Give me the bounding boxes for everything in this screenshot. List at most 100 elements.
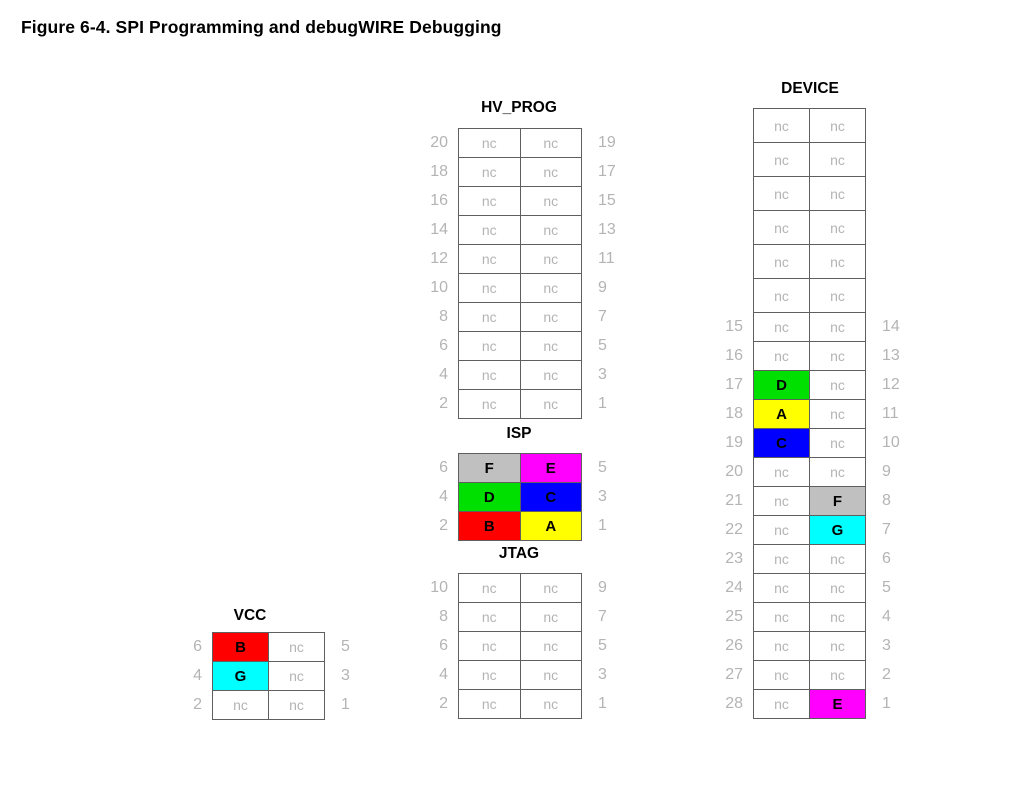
device-pin-number: 3 bbox=[882, 636, 891, 654]
hv-prog-cell: nc bbox=[519, 128, 582, 158]
hv-prog-cell: nc bbox=[519, 244, 582, 274]
figure-title: Figure 6-4. SPI Programming and debugWIR… bbox=[21, 17, 502, 37]
device-cell: nc bbox=[809, 341, 866, 371]
hv-prog-cell: nc bbox=[519, 360, 582, 390]
device-cell: nc bbox=[753, 142, 810, 177]
hv-prog-cell: nc bbox=[458, 128, 521, 158]
device-cell: nc bbox=[753, 341, 810, 371]
device-pin-number: 16 bbox=[725, 346, 743, 364]
device-cell: nc bbox=[753, 486, 810, 516]
vcc-cell: nc bbox=[268, 632, 325, 662]
hv-prog-pin-number: 16 bbox=[430, 191, 448, 209]
hv-prog-cell: nc bbox=[519, 331, 582, 361]
device-pin-number: 15 bbox=[725, 317, 743, 335]
isp-cell: F bbox=[458, 453, 521, 483]
jtag-pin-number: 6 bbox=[439, 636, 448, 654]
device-cell: nc bbox=[753, 457, 810, 487]
vcc-pin-number: 6 bbox=[193, 637, 202, 655]
hv-prog-cell: nc bbox=[458, 360, 521, 390]
device-pin-number: 9 bbox=[882, 462, 891, 480]
device-pin-number: 25 bbox=[725, 607, 743, 625]
device-cell: F bbox=[809, 486, 866, 516]
isp-cell: A bbox=[519, 511, 582, 541]
device-pin-number: 14 bbox=[882, 317, 900, 335]
device-cell: nc bbox=[809, 660, 866, 690]
vcc-cell: B bbox=[212, 632, 269, 662]
device-pin-number: 11 bbox=[882, 404, 899, 422]
device-cell: D bbox=[753, 370, 810, 400]
hv-prog-cell: nc bbox=[458, 302, 521, 332]
device-pin-number: 10 bbox=[882, 433, 900, 451]
isp-title: ISP bbox=[506, 425, 532, 442]
jtag-cell: nc bbox=[519, 660, 582, 690]
vcc-cell: nc bbox=[212, 690, 269, 720]
device-cell: nc bbox=[753, 689, 810, 719]
hv-prog-pin-number: 6 bbox=[439, 336, 448, 354]
jtag-pin-number: 2 bbox=[439, 694, 448, 712]
hv-prog-pin-number: 19 bbox=[598, 133, 616, 151]
vcc-cell: nc bbox=[268, 661, 325, 691]
device-pin-number: 5 bbox=[882, 578, 891, 596]
isp-cell: C bbox=[519, 482, 582, 512]
device-pin-number: 19 bbox=[725, 433, 743, 451]
jtag-cell: nc bbox=[519, 573, 582, 603]
jtag-pin-number: 3 bbox=[598, 665, 607, 683]
device-cell: nc bbox=[753, 312, 810, 342]
device-cell: nc bbox=[809, 428, 866, 458]
vcc-title: VCC bbox=[233, 607, 267, 624]
device-cell: nc bbox=[753, 176, 810, 211]
device-cell: nc bbox=[753, 573, 810, 603]
hv-prog-pin-number: 4 bbox=[439, 365, 448, 383]
device-cell: nc bbox=[809, 176, 866, 211]
hv-prog-pin-number: 10 bbox=[430, 278, 448, 296]
hv-prog-cell: nc bbox=[519, 186, 582, 216]
device-cell: nc bbox=[809, 142, 866, 177]
device-cell: nc bbox=[753, 660, 810, 690]
hv-prog-cell: nc bbox=[519, 215, 582, 245]
hv-prog-pin-number: 5 bbox=[598, 336, 607, 354]
jtag-cell: nc bbox=[519, 689, 582, 719]
device-pin-number: 8 bbox=[882, 491, 891, 509]
device-cell: nc bbox=[753, 602, 810, 632]
jtag-pin-number: 4 bbox=[439, 665, 448, 683]
device-pin-number: 17 bbox=[725, 375, 743, 393]
jtag-pin-number: 10 bbox=[430, 578, 448, 596]
device-cell: nc bbox=[809, 312, 866, 342]
device-pin-number: 18 bbox=[725, 404, 743, 422]
device-pin-number: 27 bbox=[725, 665, 743, 683]
jtag-pin-number: 7 bbox=[598, 607, 607, 625]
device-cell: nc bbox=[753, 544, 810, 574]
hv-prog-pin-number: 17 bbox=[598, 162, 616, 180]
device-cell: G bbox=[809, 515, 866, 545]
hv-prog-title: HV_PROG bbox=[481, 99, 557, 116]
jtag-cell: nc bbox=[458, 689, 521, 719]
device-cell: nc bbox=[809, 631, 866, 661]
hv-prog-cell: nc bbox=[458, 157, 521, 187]
device-cell: E bbox=[809, 689, 866, 719]
hv-prog-cell: nc bbox=[519, 273, 582, 303]
hv-prog-pin-number: 12 bbox=[430, 249, 448, 267]
hv-prog-cell: nc bbox=[458, 273, 521, 303]
vcc-pin-number: 2 bbox=[193, 695, 202, 713]
device-cell: nc bbox=[753, 631, 810, 661]
vcc-pin-number: 4 bbox=[193, 666, 202, 684]
isp-cell: B bbox=[458, 511, 521, 541]
hv-prog-pin-number: 8 bbox=[439, 307, 448, 325]
hv-prog-pin-number: 11 bbox=[598, 249, 615, 267]
hv-prog-cell: nc bbox=[519, 389, 582, 419]
jtag-pin-number: 8 bbox=[439, 607, 448, 625]
isp-pin-number: 2 bbox=[439, 516, 448, 534]
device-pin-number: 4 bbox=[882, 607, 891, 625]
isp-pin-number: 3 bbox=[598, 487, 607, 505]
device-pin-number: 12 bbox=[882, 375, 900, 393]
device-pin-number: 21 bbox=[725, 491, 743, 509]
device-cell: nc bbox=[753, 210, 810, 245]
device-cell: nc bbox=[809, 244, 866, 279]
device-pin-number: 24 bbox=[725, 578, 743, 596]
hv-prog-cell: nc bbox=[519, 157, 582, 187]
jtag-cell: nc bbox=[458, 602, 521, 632]
device-pin-number: 28 bbox=[725, 694, 743, 712]
device-cell: nc bbox=[809, 108, 866, 143]
hv-prog-pin-number: 1 bbox=[598, 394, 607, 412]
device-pin-number: 20 bbox=[725, 462, 743, 480]
